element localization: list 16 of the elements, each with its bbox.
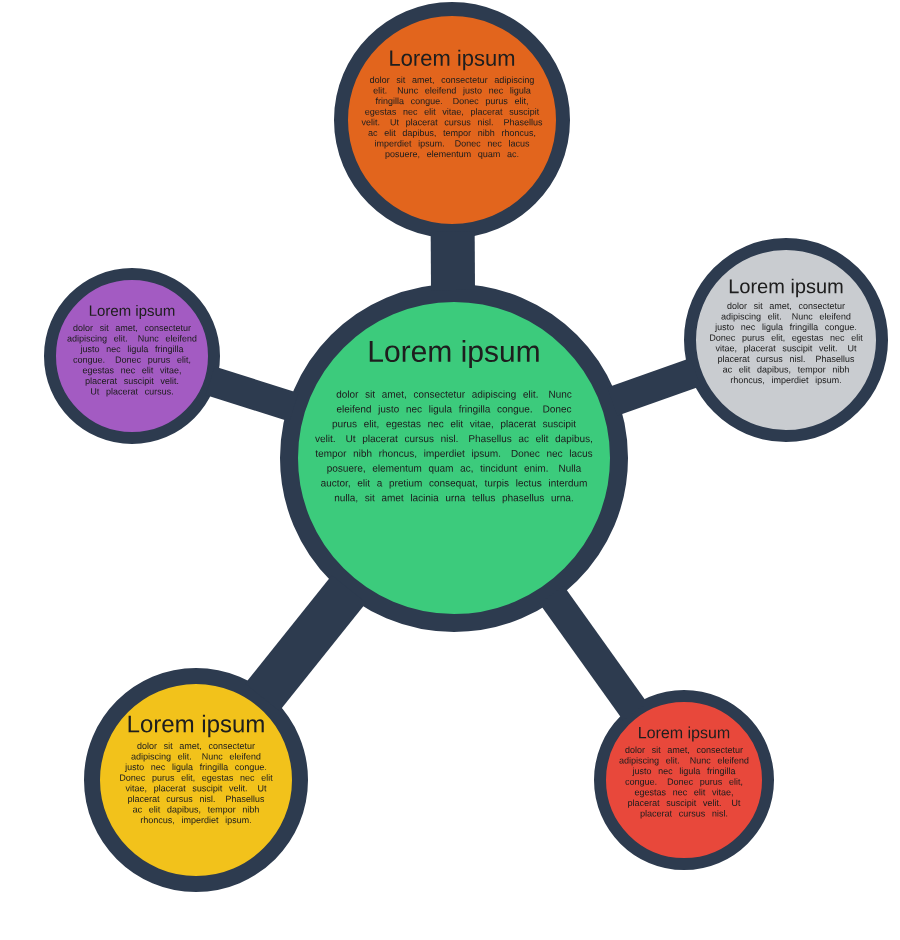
connector-arm <box>539 585 648 721</box>
connector-arm <box>245 575 367 712</box>
connector-arm <box>430 231 475 291</box>
heading: Lorem ipsum <box>369 340 539 368</box>
circle-node <box>84 668 308 892</box>
heading: Lorem ipsum <box>390 49 515 71</box>
circle-node <box>594 690 774 870</box>
circle-node <box>280 284 628 632</box>
circle-node <box>334 2 570 238</box>
circle-node <box>44 268 220 444</box>
heading: Lorem ipsum <box>639 726 730 742</box>
connector-arm <box>607 358 701 416</box>
heading: Lorem ipsum <box>729 278 843 298</box>
connector-arm <box>205 366 299 422</box>
circle-node <box>684 238 888 442</box>
heading: Lorem ipsum <box>128 714 264 738</box>
